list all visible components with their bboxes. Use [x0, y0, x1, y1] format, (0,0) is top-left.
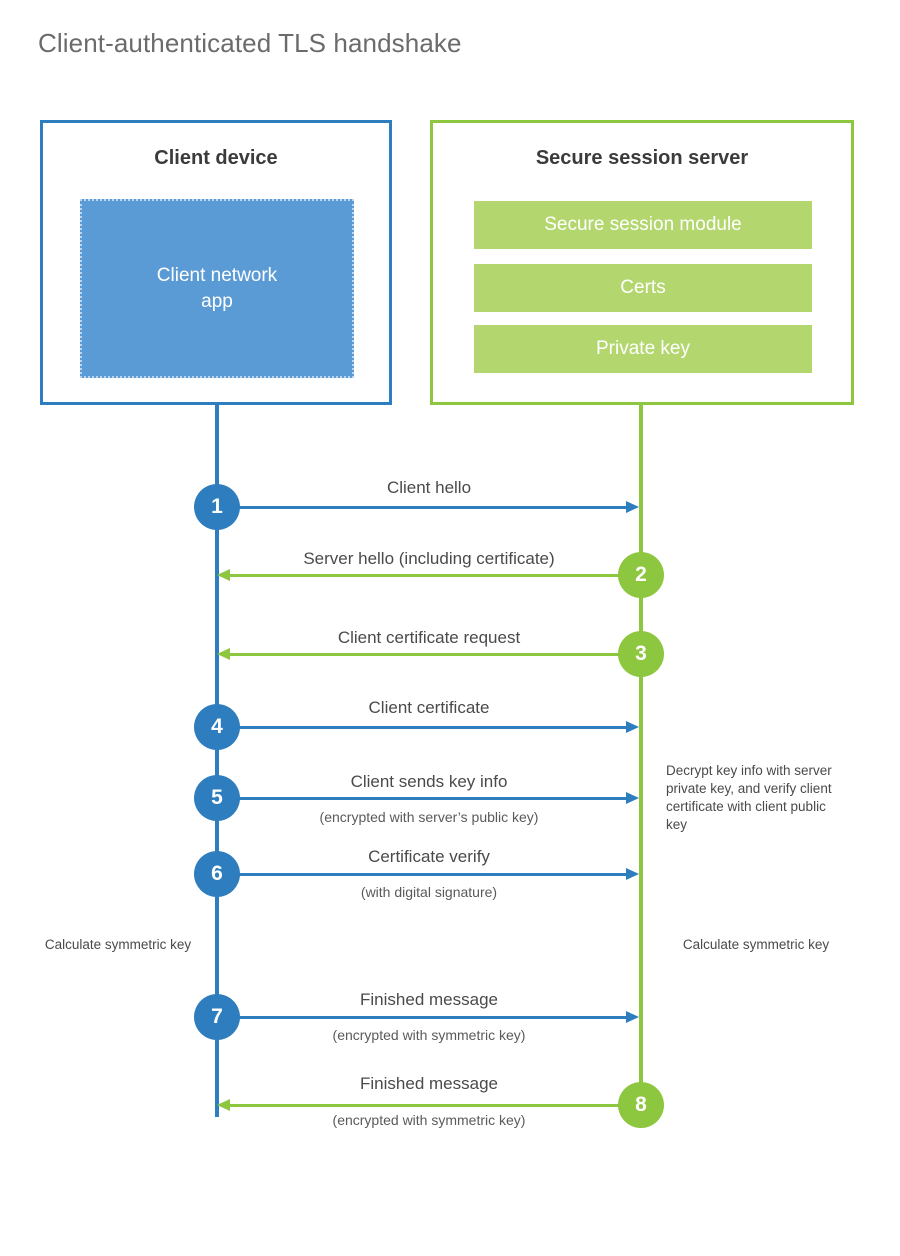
- step-number: 5: [211, 786, 223, 809]
- step-number: 7: [211, 1005, 223, 1028]
- step-4-arrow: [217, 721, 639, 733]
- arrow-head-right-icon: [626, 721, 639, 733]
- step-7-arrow: [217, 1011, 639, 1023]
- server-module-private-key: Private key: [474, 325, 812, 373]
- step-5-arrow: [217, 792, 639, 804]
- step-6-marker[interactable]: 6: [194, 851, 240, 897]
- step-7-label: Finished message: [360, 990, 498, 1009]
- step-number: 3: [635, 642, 647, 665]
- step-3-arrow: [217, 648, 639, 660]
- step-number: 8: [635, 1093, 647, 1116]
- step-6-sublabel: (with digital signature): [360, 884, 498, 900]
- step-8-arrow: [217, 1099, 639, 1111]
- step-4-marker[interactable]: 4: [194, 704, 240, 750]
- step-6-arrow: [217, 868, 639, 880]
- secure-session-server-title: Secure session server: [535, 147, 749, 169]
- step-3-marker[interactable]: 3: [618, 631, 664, 677]
- server-calculate-symmetric-key-annotation: Calculate symmetric key: [682, 937, 830, 952]
- arrow-head-left-icon: [217, 1099, 230, 1111]
- client-calculate-symmetric-key-annotation: Calculate symmetric key: [44, 937, 192, 952]
- step-number: 6: [211, 862, 223, 885]
- page-title: Client-authenticated TLS handshake: [38, 28, 462, 58]
- server-module-secure-session-module: Secure session module: [474, 201, 812, 249]
- step-4-label: Client certificate: [368, 698, 490, 717]
- step-5-sublabel: (encrypted with server’s public key): [319, 809, 539, 825]
- step-5-label: Client sends key info: [350, 772, 508, 791]
- server-lifeline: [639, 405, 643, 1107]
- step-1-marker[interactable]: 1: [194, 484, 240, 530]
- server-module-certs: Certs: [474, 264, 812, 312]
- arrow-head-left-icon: [217, 569, 230, 581]
- server-module-label: Certs: [620, 277, 666, 298]
- server-module-label: Secure session module: [544, 214, 742, 235]
- secure-session-server-box: Secure session server Secure session mod…: [430, 120, 854, 405]
- step-3-label: Client certificate request: [337, 628, 521, 647]
- step-6-label: Certificate verify: [368, 847, 490, 866]
- step-7-sublabel: (encrypted with symmetric key): [332, 1027, 526, 1043]
- step-1-arrow: [217, 501, 639, 513]
- arrow-head-right-icon: [626, 792, 639, 804]
- server-module-label: Private key: [596, 338, 690, 359]
- arrow-head-right-icon: [626, 1011, 639, 1023]
- arrow-head-right-icon: [626, 868, 639, 880]
- arrow-head-left-icon: [217, 648, 230, 660]
- step-7-marker[interactable]: 7: [194, 994, 240, 1040]
- step-number: 1: [211, 495, 223, 518]
- step-8-label: Finished message: [360, 1074, 498, 1093]
- step-2-marker[interactable]: 2: [618, 552, 664, 598]
- client-device-title: Client device: [154, 147, 278, 169]
- step-8-sublabel: (encrypted with symmetric key): [332, 1112, 526, 1128]
- step-number: 2: [635, 563, 647, 586]
- step-2-arrow: [217, 569, 639, 581]
- step-5-marker[interactable]: 5: [194, 775, 240, 821]
- step-8-marker[interactable]: 8: [618, 1082, 664, 1128]
- step-2-label: Server hello (including certificate): [303, 549, 555, 568]
- client-network-app-box: Client network app: [80, 199, 354, 378]
- client-network-app-label: Client network app: [156, 264, 278, 312]
- server-decrypt-annotation: Decrypt key info with server private key…: [666, 763, 832, 832]
- step-number: 4: [211, 715, 223, 738]
- client-device-box: Client device Client network app: [40, 120, 392, 405]
- client-lifeline: [215, 405, 219, 1117]
- arrow-head-right-icon: [626, 501, 639, 513]
- step-1-label: Client hello: [386, 478, 472, 497]
